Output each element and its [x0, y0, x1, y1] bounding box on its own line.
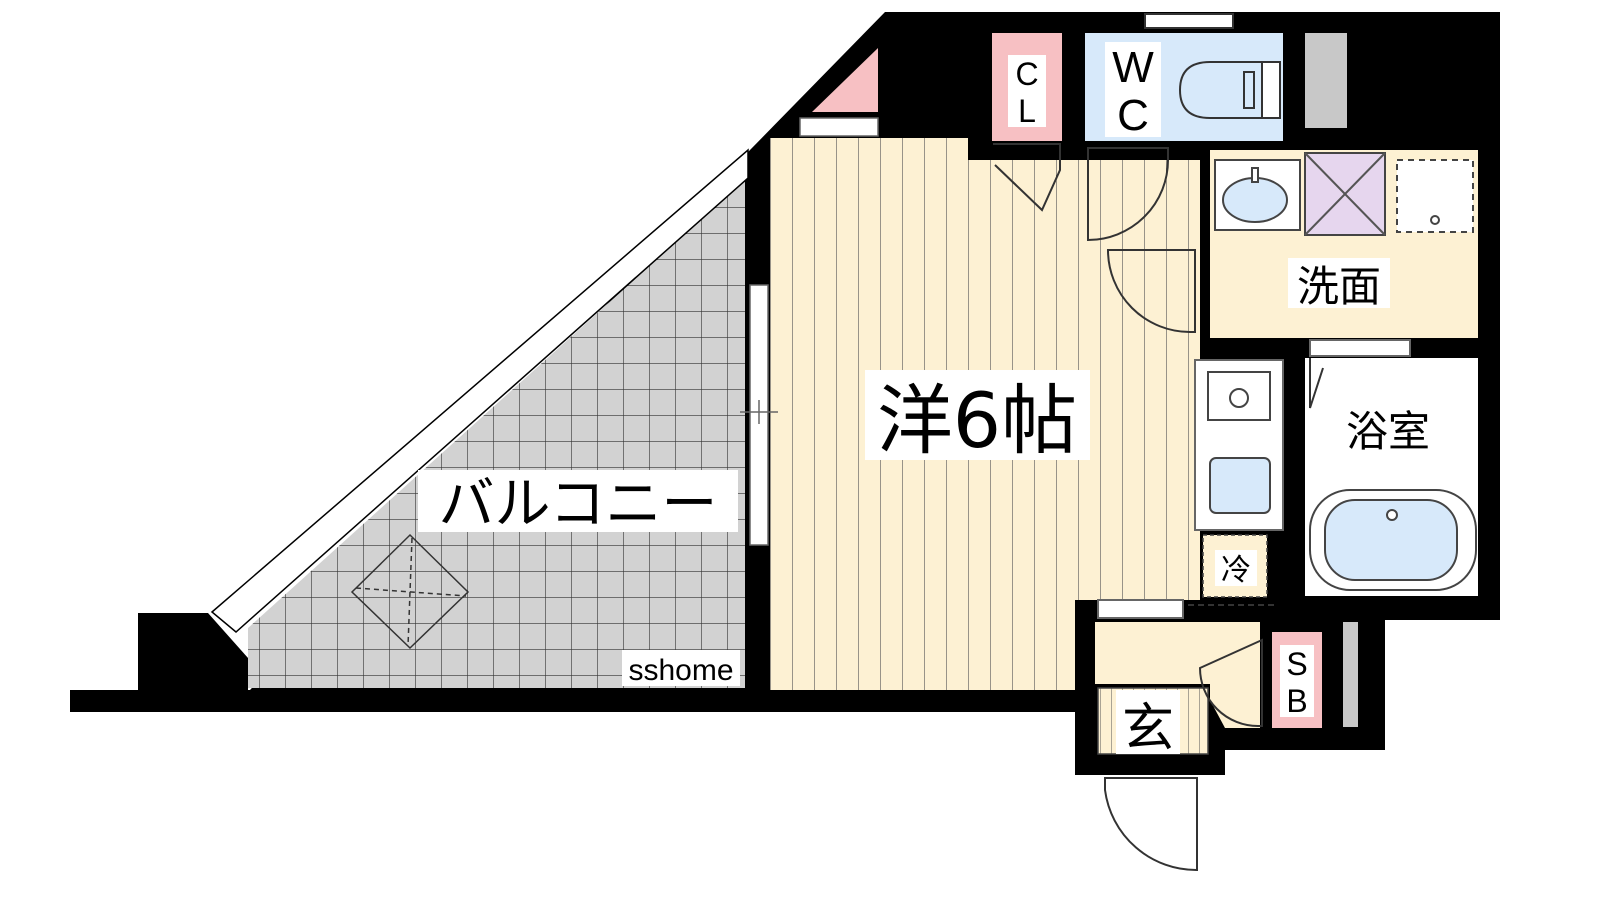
bath-fixtures	[1309, 489, 1477, 591]
wc-label-c: C	[1117, 91, 1149, 140]
bathroom-label-bg	[1336, 400, 1440, 455]
shelf-grey-top	[1305, 33, 1347, 128]
washroom-label-bg	[1288, 258, 1390, 308]
balcony-rail	[210, 148, 749, 633]
cl-label-bg	[1008, 55, 1046, 127]
fridge-label: 冷	[1221, 553, 1251, 588]
room-label-bg	[865, 370, 1090, 460]
sb-label-b: B	[1286, 683, 1307, 719]
watermark-bg	[622, 650, 740, 686]
cl-label-c: C	[1015, 56, 1038, 92]
entrance-label: 玄	[1122, 699, 1174, 759]
doors	[993, 143, 1324, 872]
sb-label-s: S	[1286, 646, 1307, 682]
balcony	[210, 148, 778, 688]
wc-label-bg	[1105, 42, 1161, 137]
bathroom-label: 浴室	[1346, 407, 1430, 456]
entrance-label-bg	[1116, 690, 1180, 754]
watermark: sshome	[628, 654, 733, 687]
window-top-left	[799, 117, 879, 137]
hall-floor-2	[1210, 640, 1260, 728]
balcony-label: バルコニー	[439, 472, 718, 537]
cl-label-l: L	[1018, 93, 1036, 129]
washroom-label: 洗面	[1297, 262, 1381, 311]
fridge-label-bg	[1215, 550, 1257, 586]
shelf-grey-bottom	[1343, 622, 1358, 727]
balcony-floor	[248, 180, 745, 688]
aircon-outdoor-unit	[350, 533, 470, 650]
kitchen-fixtures	[1207, 371, 1271, 514]
wc-label-w: W	[1112, 43, 1154, 92]
sb-label-bg	[1280, 645, 1314, 717]
washroom-fixtures	[1214, 152, 1474, 357]
toilet-fixture	[1144, 13, 1281, 119]
pink-corner	[812, 48, 878, 112]
balcony-label-bg	[418, 470, 738, 532]
western-room-label: 洋6帖	[877, 376, 1077, 465]
